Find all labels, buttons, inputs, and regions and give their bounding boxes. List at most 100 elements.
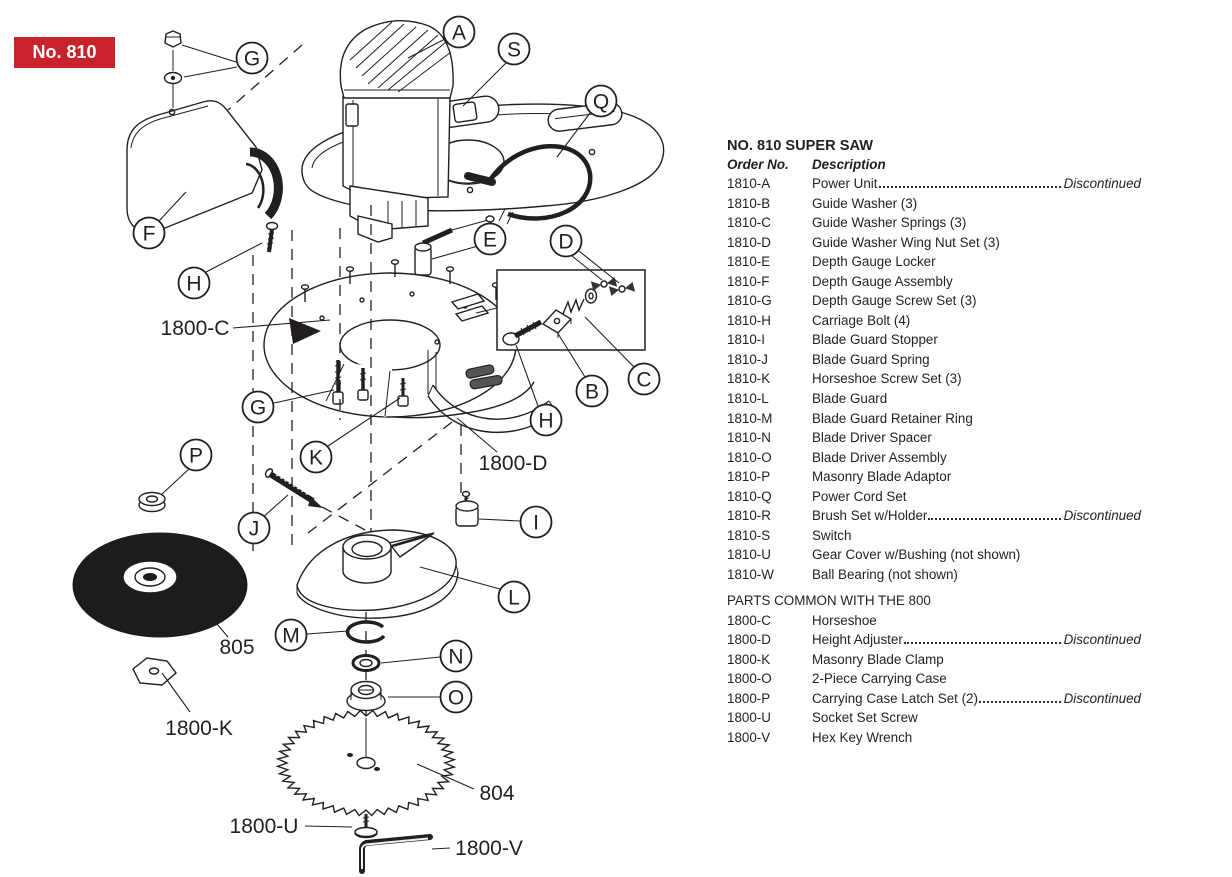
order-no: 1810-W — [727, 566, 774, 582]
order-no: 1810-I — [727, 332, 765, 348]
balloon-n: N — [439, 639, 473, 673]
masonry-blade-805 — [72, 532, 248, 638]
parts-list: NO. 810 SUPER SAW Order No. Description … — [727, 137, 1141, 747]
part-description: Masonry Blade Clamp — [812, 651, 944, 667]
order-no: 1810-G — [727, 293, 772, 309]
balloon-letter: I — [533, 512, 539, 535]
part-label: 1800-U — [230, 815, 299, 838]
dot-leader — [903, 642, 1061, 645]
balloon-a: A — [442, 15, 476, 49]
depth-gauge-locker-e — [414, 215, 495, 276]
dot-leader — [878, 186, 1061, 188]
part-description: Socket Set Screw — [812, 710, 918, 726]
balloon-o: O — [439, 680, 473, 714]
order-no: 1810-S — [727, 527, 771, 543]
parts-section-heading: PARTS COMMON WITH THE 800 — [727, 592, 931, 608]
dot-leader — [978, 700, 1061, 703]
part-description: Gear Cover w/Bushing (not shown) — [812, 547, 1021, 563]
parts-row: 1800-U Socket Set Screw — [727, 708, 1141, 728]
part-description: Blade Guard Spring — [812, 351, 930, 367]
balloon-letter: H — [538, 410, 553, 433]
order-no: 1800-D — [727, 632, 771, 648]
column-description: Description — [812, 157, 886, 172]
order-no: 1800-V — [727, 729, 771, 745]
balloon-q: Q — [584, 84, 618, 118]
balloon-i: I — [519, 505, 553, 539]
part-description: Power Unit — [812, 176, 878, 191]
balloon-k: K — [299, 440, 333, 474]
order-no: 1810-N — [727, 430, 771, 446]
part-description: Hex Key Wrench — [812, 729, 913, 745]
balloon-letter: P — [189, 445, 203, 468]
part-label: 1800-K — [165, 717, 233, 740]
hanging-screws-g-k — [332, 360, 409, 407]
order-no: 1800-U — [727, 710, 771, 726]
part-description: Guide Washer Wing Nut Set (3) — [812, 234, 1000, 250]
balloon-letter: K — [309, 447, 323, 470]
saw-blade-804-hub — [347, 718, 380, 771]
order-no: 1810-O — [727, 449, 772, 465]
order-no: 1810-C — [727, 215, 771, 231]
part-label: 805 — [219, 636, 254, 659]
part-description: Depth Gauge Locker — [812, 254, 936, 270]
balloon-letter: Q — [593, 91, 609, 114]
order-no: 1810-E — [727, 254, 771, 270]
horseshoe-1800c — [263, 259, 535, 419]
order-no: 1810-P — [727, 469, 771, 485]
column-order-no: Order No. — [727, 157, 789, 172]
part-note: Discontinued — [1063, 176, 1141, 191]
part-description: Blade Driver Assembly — [812, 449, 947, 465]
balloon-h: H — [529, 403, 563, 437]
order-no: 1810-Q — [727, 488, 772, 504]
order-no: 1800-K — [727, 651, 771, 667]
balloon-letter: G — [250, 397, 266, 420]
power-unit-drawing — [301, 19, 665, 243]
carriage-bolt-h-left — [265, 221, 279, 253]
part-description: Guide Washer (3) — [812, 195, 918, 211]
parts-row: 1810-W Ball Bearing (not shown) — [727, 565, 1141, 585]
order-no: 1810-J — [727, 351, 768, 367]
driver-spacer-n — [351, 654, 381, 672]
order-no: 1810-B — [727, 195, 771, 211]
part-description: Switch — [812, 527, 852, 543]
balloon-letter: G — [244, 48, 260, 71]
balloon-g: G — [241, 390, 275, 424]
part-description: Horseshoe Screw Set (3) — [812, 371, 962, 387]
order-no: 1800-C — [727, 612, 771, 628]
blade-guard-l — [296, 529, 459, 619]
balloon-letter: E — [483, 229, 497, 252]
parts-row: 1810-J Blade Guard Spring — [727, 350, 1141, 370]
part-description: Height Adjuster — [812, 632, 903, 648]
parts-list-column-headers: Order No. Description — [727, 155, 1141, 174]
part-description: Masonry Blade Adaptor — [812, 469, 952, 485]
order-no: 1810-H — [727, 312, 771, 328]
part-description: 2-Piece Carrying Case — [812, 671, 947, 687]
part-description: Power Cord Set — [812, 488, 907, 504]
part-description: Ball Bearing (not shown) — [812, 566, 958, 582]
blade-guard-stopper-i — [455, 490, 479, 527]
socket-set-screw-1800u — [354, 814, 378, 839]
balloon-letter: B — [585, 381, 599, 404]
balloon-letter: C — [636, 369, 651, 392]
part-description: Brush Set w/Holder — [812, 508, 928, 524]
part-description: Blade Guard — [812, 391, 888, 407]
part-label: 1800-C — [161, 317, 230, 340]
part-note: Discontinued — [1063, 508, 1141, 524]
depth-gauge-bracket-f — [126, 100, 283, 233]
balloon-letter: F — [143, 223, 156, 246]
parts-row: 1800-K Masonry Blade Clamp — [727, 650, 1141, 670]
